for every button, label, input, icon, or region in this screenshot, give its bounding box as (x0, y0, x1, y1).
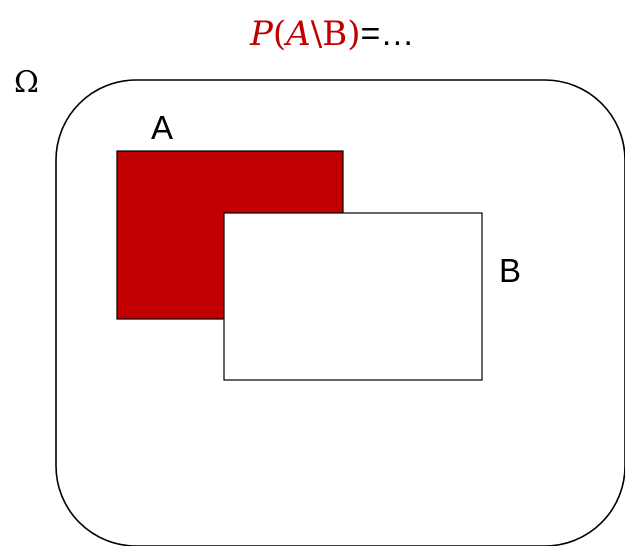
formula-close-paren: ) (347, 14, 361, 54)
formula-setminus: \ (310, 14, 323, 54)
formula-set-b: B (322, 14, 348, 54)
formula-open-paren: ( (272, 14, 287, 54)
formula-set-a: A (286, 14, 311, 54)
set-b-label: B (499, 252, 522, 289)
omega-label: Ω (14, 65, 39, 100)
formula-equals: = (360, 15, 381, 53)
set-b-region (223, 212, 483, 381)
probability-formula: P(A\B)=… (250, 14, 414, 54)
set-a-label: A (151, 109, 174, 146)
formula-ellipsis: … (380, 15, 415, 53)
formula-probability-symbol: P (250, 14, 273, 54)
